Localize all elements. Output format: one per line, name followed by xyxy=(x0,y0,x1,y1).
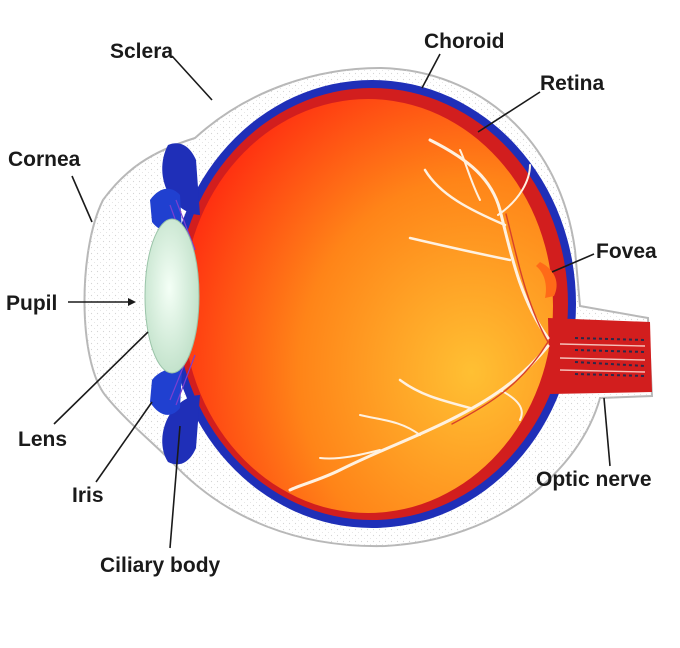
lens-label: Lens xyxy=(18,428,67,451)
lens-shape xyxy=(144,218,200,374)
ciliary-body-leader xyxy=(169,425,181,549)
fovea-label: Fovea xyxy=(596,240,657,263)
vitreous-body xyxy=(183,99,553,513)
choroid-leader xyxy=(421,53,441,89)
lens-leader xyxy=(53,331,149,425)
blood-vessels xyxy=(288,138,550,492)
fovea-shape xyxy=(536,262,557,298)
optic-nerve-label: Optic nerve xyxy=(536,468,652,491)
retina-leader xyxy=(477,91,541,133)
optic-nerve-leader xyxy=(603,397,611,467)
cornea-label: Cornea xyxy=(8,148,81,171)
cornea-leader xyxy=(71,175,93,223)
iris-lower xyxy=(150,368,182,415)
retina-label: Retina xyxy=(540,72,605,95)
pupil-arrowhead xyxy=(128,298,136,306)
fovea-leader xyxy=(551,253,595,273)
sclera-label: Sclera xyxy=(110,40,173,63)
ciliary-body-label: Ciliary body xyxy=(100,554,221,577)
optic-nerve-white-fibers xyxy=(559,343,646,373)
optic-nerve-shape xyxy=(548,318,652,394)
pupil-label: Pupil xyxy=(6,292,57,315)
iris-label: Iris xyxy=(72,484,104,507)
choroid-label: Choroid xyxy=(424,30,504,53)
sclera-leader xyxy=(171,55,213,101)
iris-leader xyxy=(95,401,153,483)
